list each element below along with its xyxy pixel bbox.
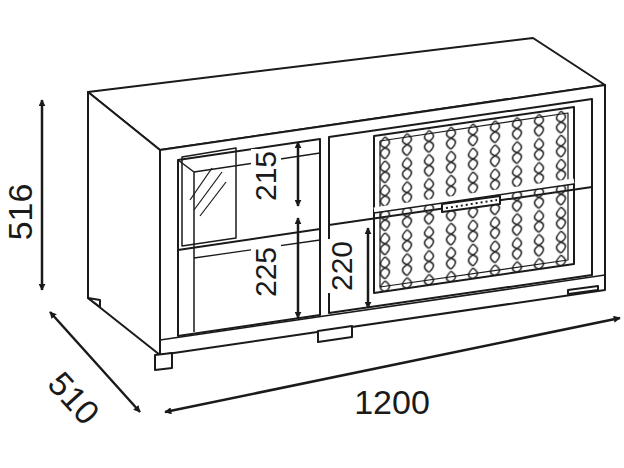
dimension-label: 220 xyxy=(327,239,357,293)
dimension-label: 510 xyxy=(41,364,107,432)
dimension-label: 516 xyxy=(3,182,37,243)
dimension-label: 225 xyxy=(251,245,281,299)
dimension-label: 1200 xyxy=(352,385,432,419)
dimension-label: 215 xyxy=(251,149,281,203)
